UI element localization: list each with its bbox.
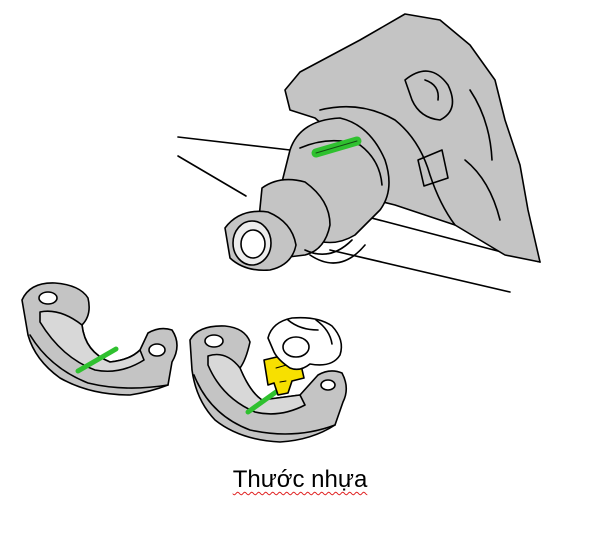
bearing-shell-left [21, 282, 178, 396]
right-plastigage-strip [245, 389, 279, 415]
left-plastigage-strip [75, 346, 119, 374]
caption-text: Thước nhựa [232, 466, 368, 493]
fingernail [282, 336, 310, 358]
caption: Thước nhựa [0, 466, 600, 494]
bearing-shell-right [189, 316, 348, 443]
crankshaft-assembly [177, 13, 541, 293]
